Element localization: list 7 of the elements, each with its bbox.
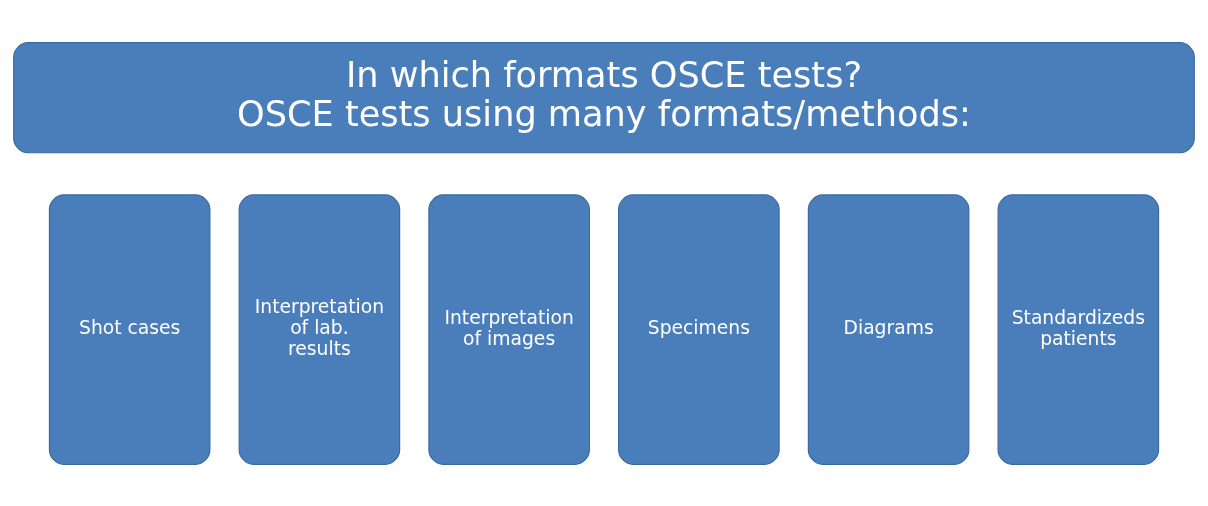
node-box: Specimens — [618, 193, 780, 465]
node-box: Standardizeds patients — [997, 193, 1160, 465]
node-box: Interpretation of images — [428, 193, 590, 465]
node-box: Interpretation of lab. results — [238, 193, 401, 465]
node-box: In which formats OSCE tests? OSCE tests using many formats/methods: — [13, 41, 1195, 153]
node-box: Shot cases — [48, 193, 211, 465]
node-box: Diagrams — [807, 193, 970, 465]
